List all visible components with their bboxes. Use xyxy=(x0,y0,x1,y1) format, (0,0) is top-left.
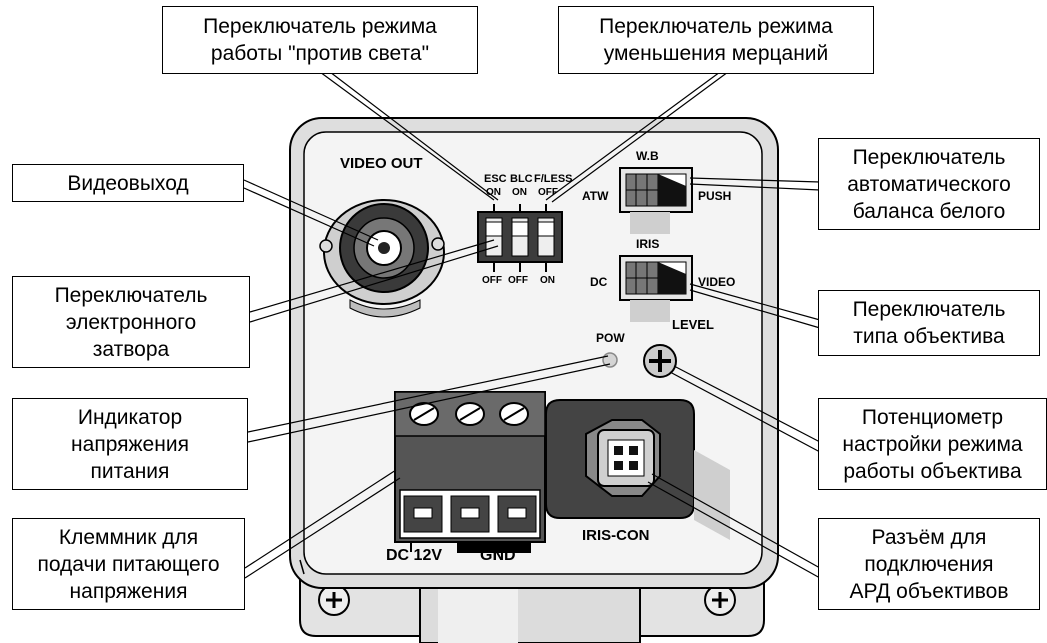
callout-backlight-switch: Переключатель режима работы "против свет… xyxy=(162,6,478,74)
callout-lens-type-switch: Переключатель типа объектива xyxy=(818,290,1040,356)
esc-on-label: ON xyxy=(486,187,501,198)
blc-on-label: ON xyxy=(512,187,527,198)
gnd-label: GND xyxy=(480,547,516,564)
iris-con-label: IRIS-CON xyxy=(582,527,650,544)
fless-on-label: ON xyxy=(540,275,555,286)
video-out-label: VIDEO OUT xyxy=(340,155,423,172)
callout-video-out: Видеовыход xyxy=(12,164,244,202)
atw-label: ATW xyxy=(582,189,609,203)
iris-slide-switch xyxy=(619,255,693,322)
wb-slide-switch xyxy=(619,167,693,234)
dc-label: DC xyxy=(590,275,608,289)
terminal-block xyxy=(394,391,546,560)
pow-label: POW xyxy=(596,331,625,345)
callout-iris-connector: Разъём для подключения АРД объективов xyxy=(818,518,1040,610)
callout-power-terminal: Клеммник для подачи питающего напряжения xyxy=(12,518,245,610)
callout-flicker-switch: Переключатель режима уменьшения мерцаний xyxy=(558,6,874,74)
dip-switch-block xyxy=(477,204,563,272)
blc-label: BLC xyxy=(510,173,533,185)
blc-off-label: OFF xyxy=(508,275,528,286)
dc12v-label: DC 12V xyxy=(386,547,443,564)
fless-off-label: OFF xyxy=(538,187,558,198)
push-label: PUSH xyxy=(698,189,732,203)
iris-con-connector xyxy=(545,399,730,540)
callout-level-potentiometer: Потенциометр настройки режима работы объ… xyxy=(818,398,1047,490)
fless-label: F/LESS xyxy=(534,173,573,185)
bnc-connector xyxy=(319,199,445,318)
level-potentiometer-icon xyxy=(643,344,677,378)
callout-shutter-switch: Переключатель электронного затвора xyxy=(12,276,250,368)
esc-label: ESC xyxy=(484,173,507,185)
level-label: LEVEL xyxy=(672,317,714,332)
iris-label: IRIS xyxy=(636,237,660,251)
video-label: VIDEO xyxy=(698,275,736,289)
callout-white-balance-switch: Переключатель автоматического баланса бе… xyxy=(818,138,1040,230)
leader-lines xyxy=(243,71,821,579)
wb-label: W.B xyxy=(636,149,659,163)
esc-off-label: OFF xyxy=(482,275,502,286)
callout-power-indicator: Индикатор напряжения питания xyxy=(12,398,248,490)
